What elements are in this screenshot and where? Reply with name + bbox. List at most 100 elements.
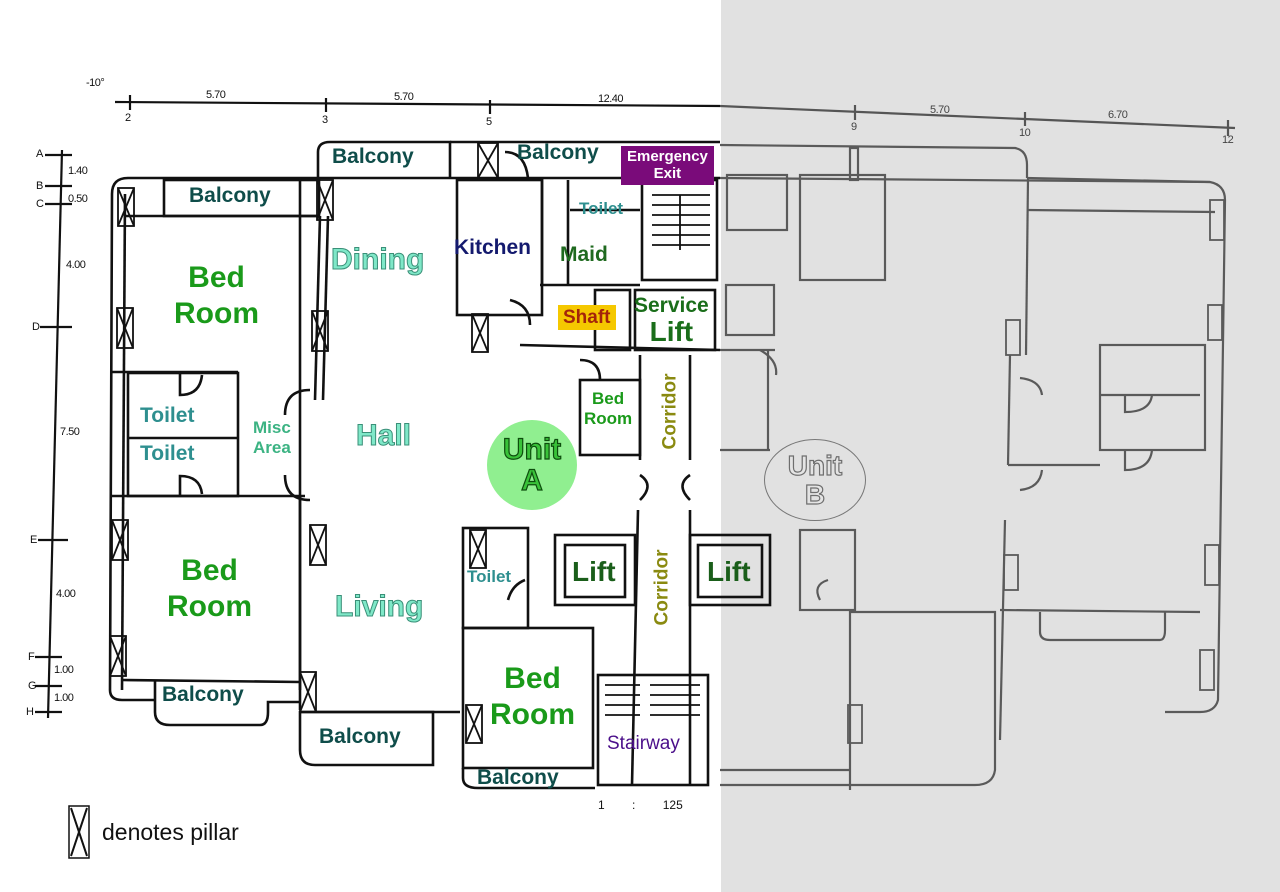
room-label-toilet: Toilet — [140, 404, 195, 427]
pillar — [316, 179, 334, 221]
pillar — [477, 142, 499, 179]
top-dimension-line-b — [719, 104, 1236, 130]
grid-label-left: E — [30, 534, 37, 546]
unit-a-line2: A — [521, 464, 544, 497]
room-label-service-lift: Service Lift — [634, 294, 709, 348]
legend: denotes pillar — [68, 805, 239, 859]
misc-line2: Area — [253, 438, 291, 458]
scale-separator: : — [632, 798, 636, 812]
pillar — [111, 519, 129, 561]
room-label-bedroom: Bed Room — [584, 389, 632, 428]
span-label-top: 5.70 — [394, 91, 414, 103]
span-label-left: 1.00 — [54, 664, 74, 676]
span-label-top: 6.70 — [1108, 109, 1128, 121]
room-label-balcony: Balcony — [477, 766, 559, 789]
room-label-lift: Lift — [572, 556, 616, 587]
pillar-icon — [68, 805, 90, 859]
span-label-left: 4.00 — [66, 259, 86, 271]
bedroom-line2: Room — [490, 698, 575, 731]
bedroom-line1: Bed — [592, 389, 625, 408]
room-label-balcony: Balcony — [332, 145, 414, 168]
room-label-maid: Maid — [560, 243, 608, 266]
room-label-corridor: Corridor — [659, 373, 681, 450]
bedroom-line1: Bed — [504, 662, 561, 695]
grid-label-left: G — [28, 680, 37, 692]
room-label-bedroom: Bed Room — [174, 260, 259, 332]
left-dimension-line — [46, 149, 64, 719]
service-lift-line1: Service — [634, 294, 709, 317]
room-label-toilet: Toilet — [467, 567, 512, 586]
grid-label-top: 5 — [486, 116, 492, 128]
pillar — [469, 529, 487, 569]
room-label-living: Living — [334, 590, 424, 623]
span-label-top: 5.70 — [206, 89, 226, 101]
room-label-bedroom: Bed Room — [490, 661, 575, 733]
room-label-dining: Dining — [330, 243, 425, 276]
pillar — [309, 524, 327, 566]
grid-label-left: H — [26, 706, 34, 718]
bedroom-line2: Room — [174, 297, 259, 330]
pillar — [109, 635, 127, 677]
span-label-top: 5.70 — [930, 104, 950, 116]
emergency-exit-badge: Emergency Exit — [621, 146, 714, 185]
span-label-top: 12.40 — [598, 93, 624, 105]
emergency-exit-line1: Emergency — [627, 148, 708, 165]
unit-a-marker: Unit A — [487, 420, 577, 510]
grid-label-top: 3 — [322, 114, 328, 126]
scale-left: 1 — [598, 798, 605, 812]
dimension-lines — [35, 95, 1236, 719]
legend-text: denotes pillar — [102, 818, 239, 845]
unit-b-line2: B — [804, 479, 826, 510]
room-label-balcony: Balcony — [162, 683, 244, 706]
pillar — [465, 704, 483, 744]
room-label-lift: Lift — [707, 556, 751, 587]
grid-label-left: D — [32, 321, 40, 333]
pillar — [117, 187, 135, 227]
grid-label-left: B — [36, 180, 43, 192]
grid-label-top: 9 — [851, 121, 857, 133]
grid-label-top: 10 — [1019, 127, 1031, 139]
unit-b-walls — [719, 143, 1227, 790]
span-label-left: 4.00 — [56, 588, 76, 600]
grid-label-left: A — [36, 148, 43, 160]
unit-a-line1: Unit — [502, 432, 562, 466]
scale-ratio: 1 : 125 — [598, 798, 707, 812]
room-label-kitchen: Kitchen — [454, 236, 532, 259]
grid-label-left: C — [36, 198, 44, 210]
pillars-unit-b — [847, 199, 1225, 744]
pillars-unit-a — [109, 142, 499, 744]
span-label-left: 0.50 — [68, 193, 88, 205]
bedroom-line1: Bed — [181, 554, 238, 587]
scale-right: 125 — [662, 798, 683, 812]
pillar — [311, 310, 329, 352]
grid-label-top: 12 — [1222, 134, 1234, 146]
room-label-hall: Hall — [355, 419, 412, 452]
unit-a-walls — [108, 140, 772, 790]
pillar — [116, 307, 134, 349]
unit-b-marker: Unit B — [764, 439, 866, 521]
room-label-bedroom: Bed Room — [167, 553, 252, 625]
room-label-balcony: Balcony — [517, 141, 599, 164]
room-label-toilet: Toilet — [579, 199, 624, 218]
unit-b-line1: Unit — [787, 449, 843, 481]
room-label-misc-area: Misc Area — [253, 418, 291, 459]
pillar — [471, 313, 489, 353]
grid-label-left: F — [28, 651, 35, 663]
room-label-balcony: Balcony — [189, 184, 271, 207]
span-label-left: 1.00 — [54, 692, 74, 704]
room-label-balcony: Balcony — [319, 725, 401, 748]
room-label-stairway: Stairway — [607, 733, 680, 754]
emergency-exit-line2: Exit — [653, 165, 682, 183]
top-dimension-line — [114, 100, 721, 108]
room-label-toilet: Toilet — [140, 442, 195, 465]
grid-label-top: 2 — [125, 112, 131, 124]
corner-angle-mark: -10° — [86, 77, 105, 89]
misc-line1: Misc — [253, 418, 291, 437]
bedroom-line1: Bed — [188, 261, 245, 294]
service-lift-line2: Lift — [649, 316, 694, 348]
shaft-badge: Shaft — [558, 305, 616, 330]
pillar — [299, 671, 317, 713]
bedroom-line2: Room — [584, 408, 633, 428]
bedroom-line2: Room — [167, 590, 252, 623]
